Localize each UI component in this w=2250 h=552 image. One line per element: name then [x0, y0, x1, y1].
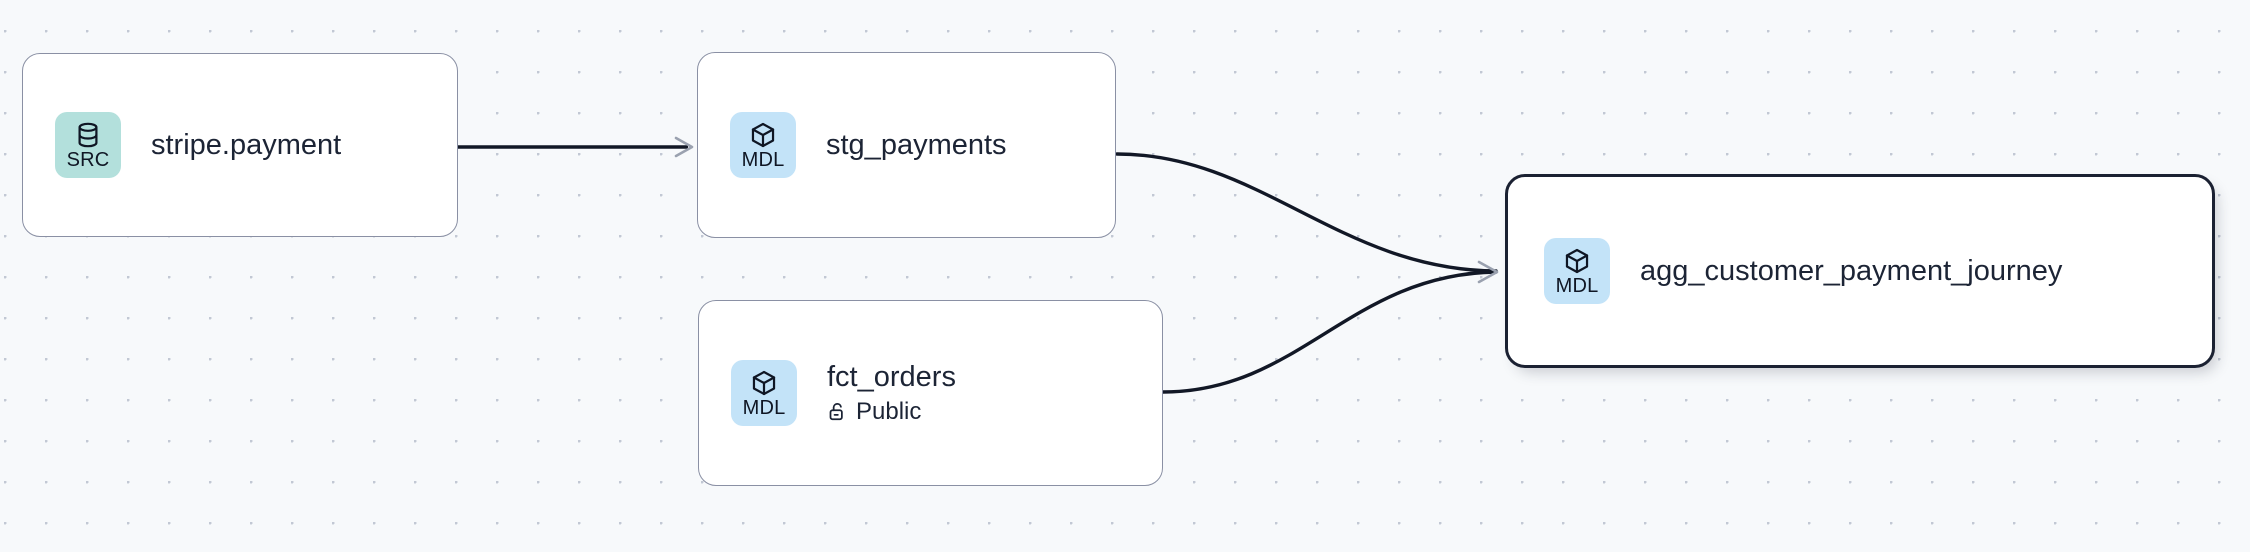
cube-icon: [749, 121, 777, 149]
node-body: agg_customer_payment_journey: [1640, 254, 2063, 287]
unlock-icon: [827, 401, 848, 422]
graph-node-agg-customer-payment-journey[interactable]: MDL agg_customer_payment_journey: [1505, 174, 2215, 368]
node-body: stg_payments: [826, 128, 1007, 161]
node-title: stripe.payment: [151, 128, 342, 161]
node-badge-label: MDL: [742, 396, 786, 419]
node-visibility-badge: Public: [827, 397, 956, 425]
cube-icon: [1563, 247, 1591, 275]
node-title: agg_customer_payment_journey: [1640, 254, 2063, 287]
node-badge-label: MDL: [741, 148, 785, 171]
graph-node-stg-payments[interactable]: MDL stg_payments: [697, 52, 1116, 238]
edge-fct-orders-to-agg-journey: [1161, 270, 1498, 394]
graph-node-stripe-payment[interactable]: SRC stripe.payment: [22, 53, 458, 237]
node-badge-mdl: MDL: [731, 360, 797, 426]
node-badge-mdl: MDL: [1544, 238, 1610, 304]
cube-icon: [750, 369, 778, 397]
node-badge-src: SRC: [55, 112, 121, 178]
node-visibility-label: Public: [856, 397, 922, 425]
node-body: fct_orders Public: [827, 362, 956, 423]
arrowhead-stg-payments: [674, 136, 694, 158]
node-badge-label: SRC: [66, 148, 110, 171]
node-title: fct_orders: [827, 361, 956, 394]
node-body: stripe.payment: [151, 128, 342, 161]
node-badge-mdl: MDL: [730, 112, 796, 178]
database-icon: [74, 121, 102, 149]
graph-node-fct-orders[interactable]: MDL fct_orders Public: [698, 300, 1163, 486]
arrowhead-agg-journey: [1477, 260, 1499, 284]
node-title: stg_payments: [826, 128, 1007, 161]
edge-stg-payments-to-agg-journey: [1115, 152, 1498, 273]
node-badge-label: MDL: [1555, 274, 1599, 297]
